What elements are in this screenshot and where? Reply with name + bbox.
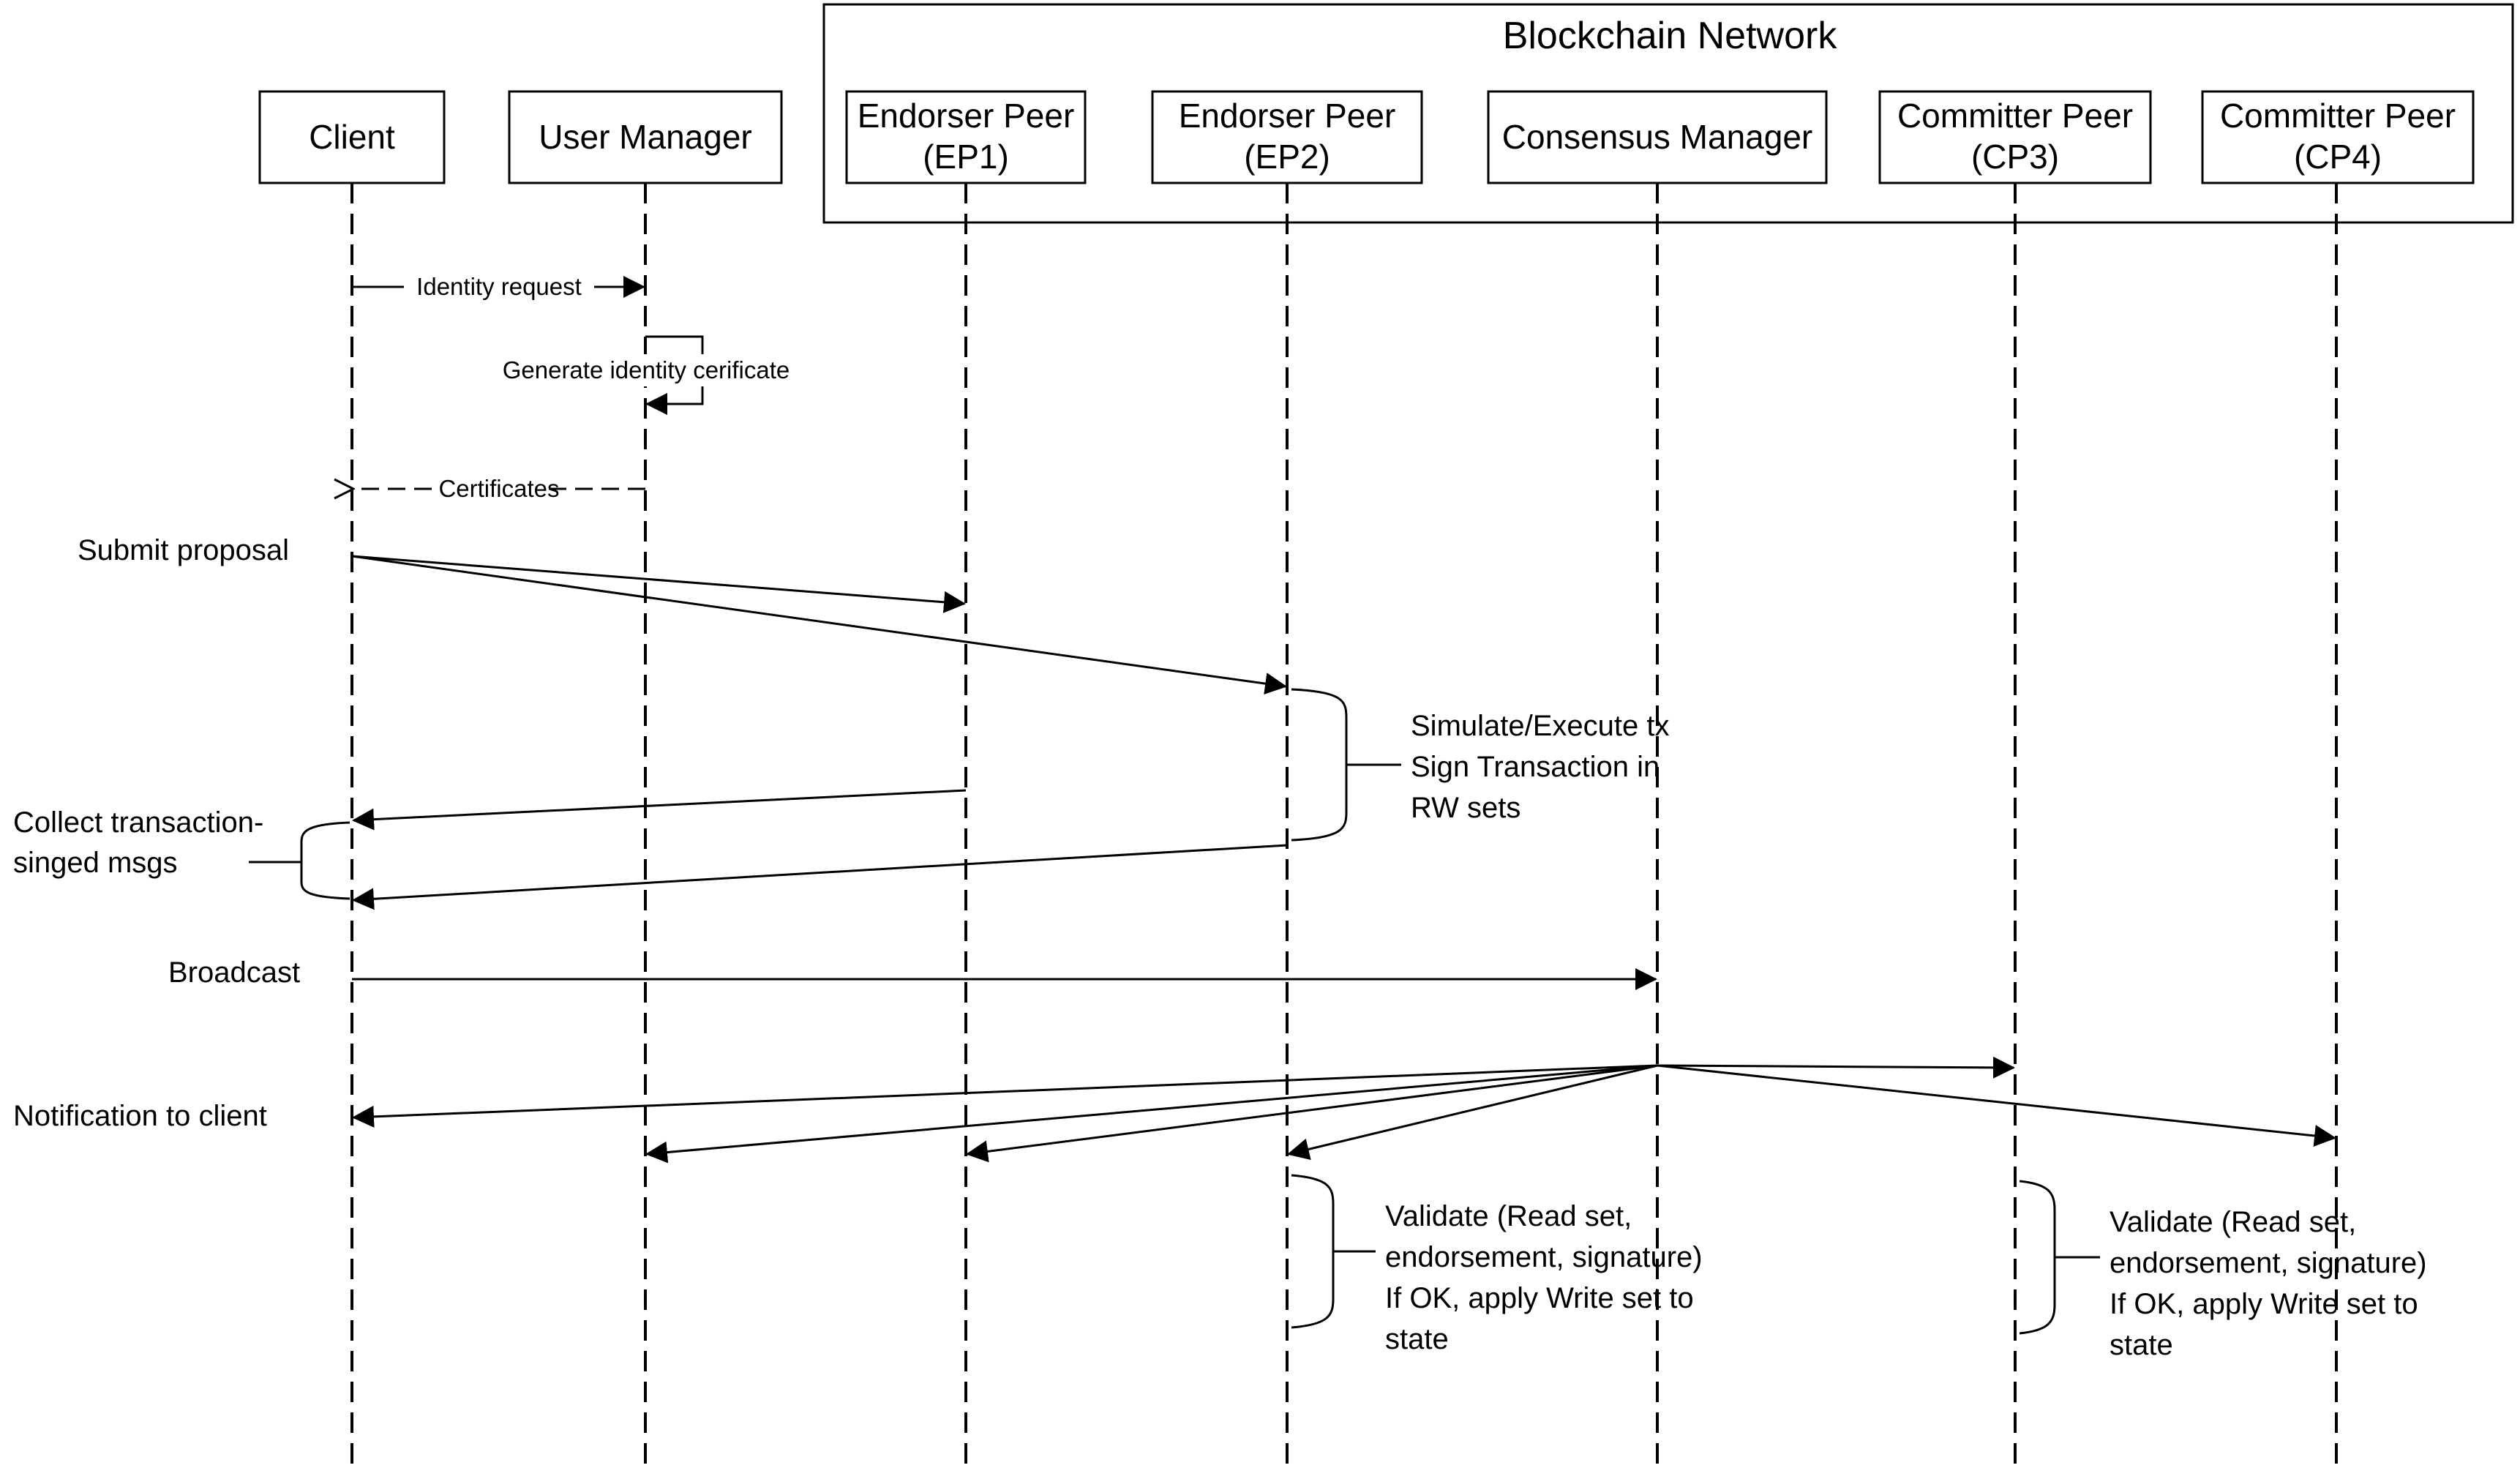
svg-text:(CP4): (CP4) xyxy=(2294,138,2382,176)
svg-text:Identity request: Identity request xyxy=(416,273,582,300)
svg-text:If OK, apply Write set to: If OK, apply Write set to xyxy=(2110,1288,2418,1320)
svg-text:Endorser Peer: Endorser Peer xyxy=(858,97,1075,135)
blockchain-network-frame xyxy=(822,3,2514,224)
svg-text:state: state xyxy=(1385,1323,1449,1355)
svg-text:(CP3): (CP3) xyxy=(1971,138,2059,176)
svg-text:Generate identity cerificate: Generate identity cerificate xyxy=(503,356,790,383)
svg-text:Committer Peer: Committer Peer xyxy=(2220,97,2456,135)
note-validate-cp3: Validate (Read set, endorsement, signatu… xyxy=(2019,1180,2427,1361)
note-validate-ep2: Validate (Read set, endorsement, signatu… xyxy=(1291,1174,1703,1355)
svg-text:(EP2): (EP2) xyxy=(1244,138,1330,176)
actor-cp4: Committer Peer (CP4) xyxy=(2201,90,2475,184)
msg-submit-proposal xyxy=(351,555,1287,694)
blockchain-network-title: Blockchain Network xyxy=(1503,15,1838,57)
actor-user-manager: User Manager xyxy=(508,90,783,184)
svg-text:(EP1): (EP1) xyxy=(923,138,1009,176)
actor-consensus-manager: Consensus Manager xyxy=(1487,90,1828,184)
actor-ep2: Endorser Peer (EP2) xyxy=(1151,90,1423,184)
msg-endorsement-responses xyxy=(352,789,1288,910)
label-submit-proposal: Submit proposal xyxy=(78,534,289,566)
label-collect-line-1: Collect transaction- xyxy=(13,806,263,839)
actor-ep1: Endorser Peer (EP1) xyxy=(845,90,1087,184)
svg-text:Sign Transaction in: Sign Transaction in xyxy=(1411,751,1660,783)
svg-text:If OK, apply Write set to: If OK, apply Write set to xyxy=(1385,1282,1694,1314)
svg-text:Endorser Peer: Endorser Peer xyxy=(1179,97,1396,135)
label-notification: Notification to client xyxy=(13,1100,267,1132)
svg-text:Validate (Read set,: Validate (Read set, xyxy=(2110,1206,2356,1238)
svg-text:Committer Peer: Committer Peer xyxy=(1897,97,2133,135)
msg-identity-request: Identity request xyxy=(352,273,645,300)
svg-text:Certificates: Certificates xyxy=(438,475,559,502)
svg-text:endorsement, signature): endorsement, signature) xyxy=(1385,1241,1703,1273)
svg-text:RW sets: RW sets xyxy=(1411,792,1520,824)
msg-certificates: Certificates xyxy=(353,475,645,502)
svg-text:Validate (Read set,: Validate (Read set, xyxy=(1385,1200,1632,1232)
note-endorse: Simulate/Execute tx Sign Transaction in … xyxy=(1291,688,1670,842)
actor-client: Client xyxy=(258,90,446,184)
label-broadcast: Broadcast xyxy=(168,956,300,989)
msg-generate-cert: Generate identity cerificate xyxy=(489,335,803,415)
brace-collect xyxy=(249,821,350,900)
svg-text:endorsement, signature): endorsement, signature) xyxy=(2110,1247,2427,1279)
msg-notifications xyxy=(352,1056,2336,1164)
svg-text:Client: Client xyxy=(309,118,395,156)
label-collect-line-2: singed msgs xyxy=(13,847,178,879)
svg-text:Consensus Manager: Consensus Manager xyxy=(1502,118,1812,156)
svg-text:User Manager: User Manager xyxy=(539,118,751,156)
svg-text:state: state xyxy=(2110,1329,2173,1361)
actor-cp3: Committer Peer (CP3) xyxy=(1878,90,2152,184)
svg-text:Simulate/Execute tx: Simulate/Execute tx xyxy=(1411,710,1670,742)
